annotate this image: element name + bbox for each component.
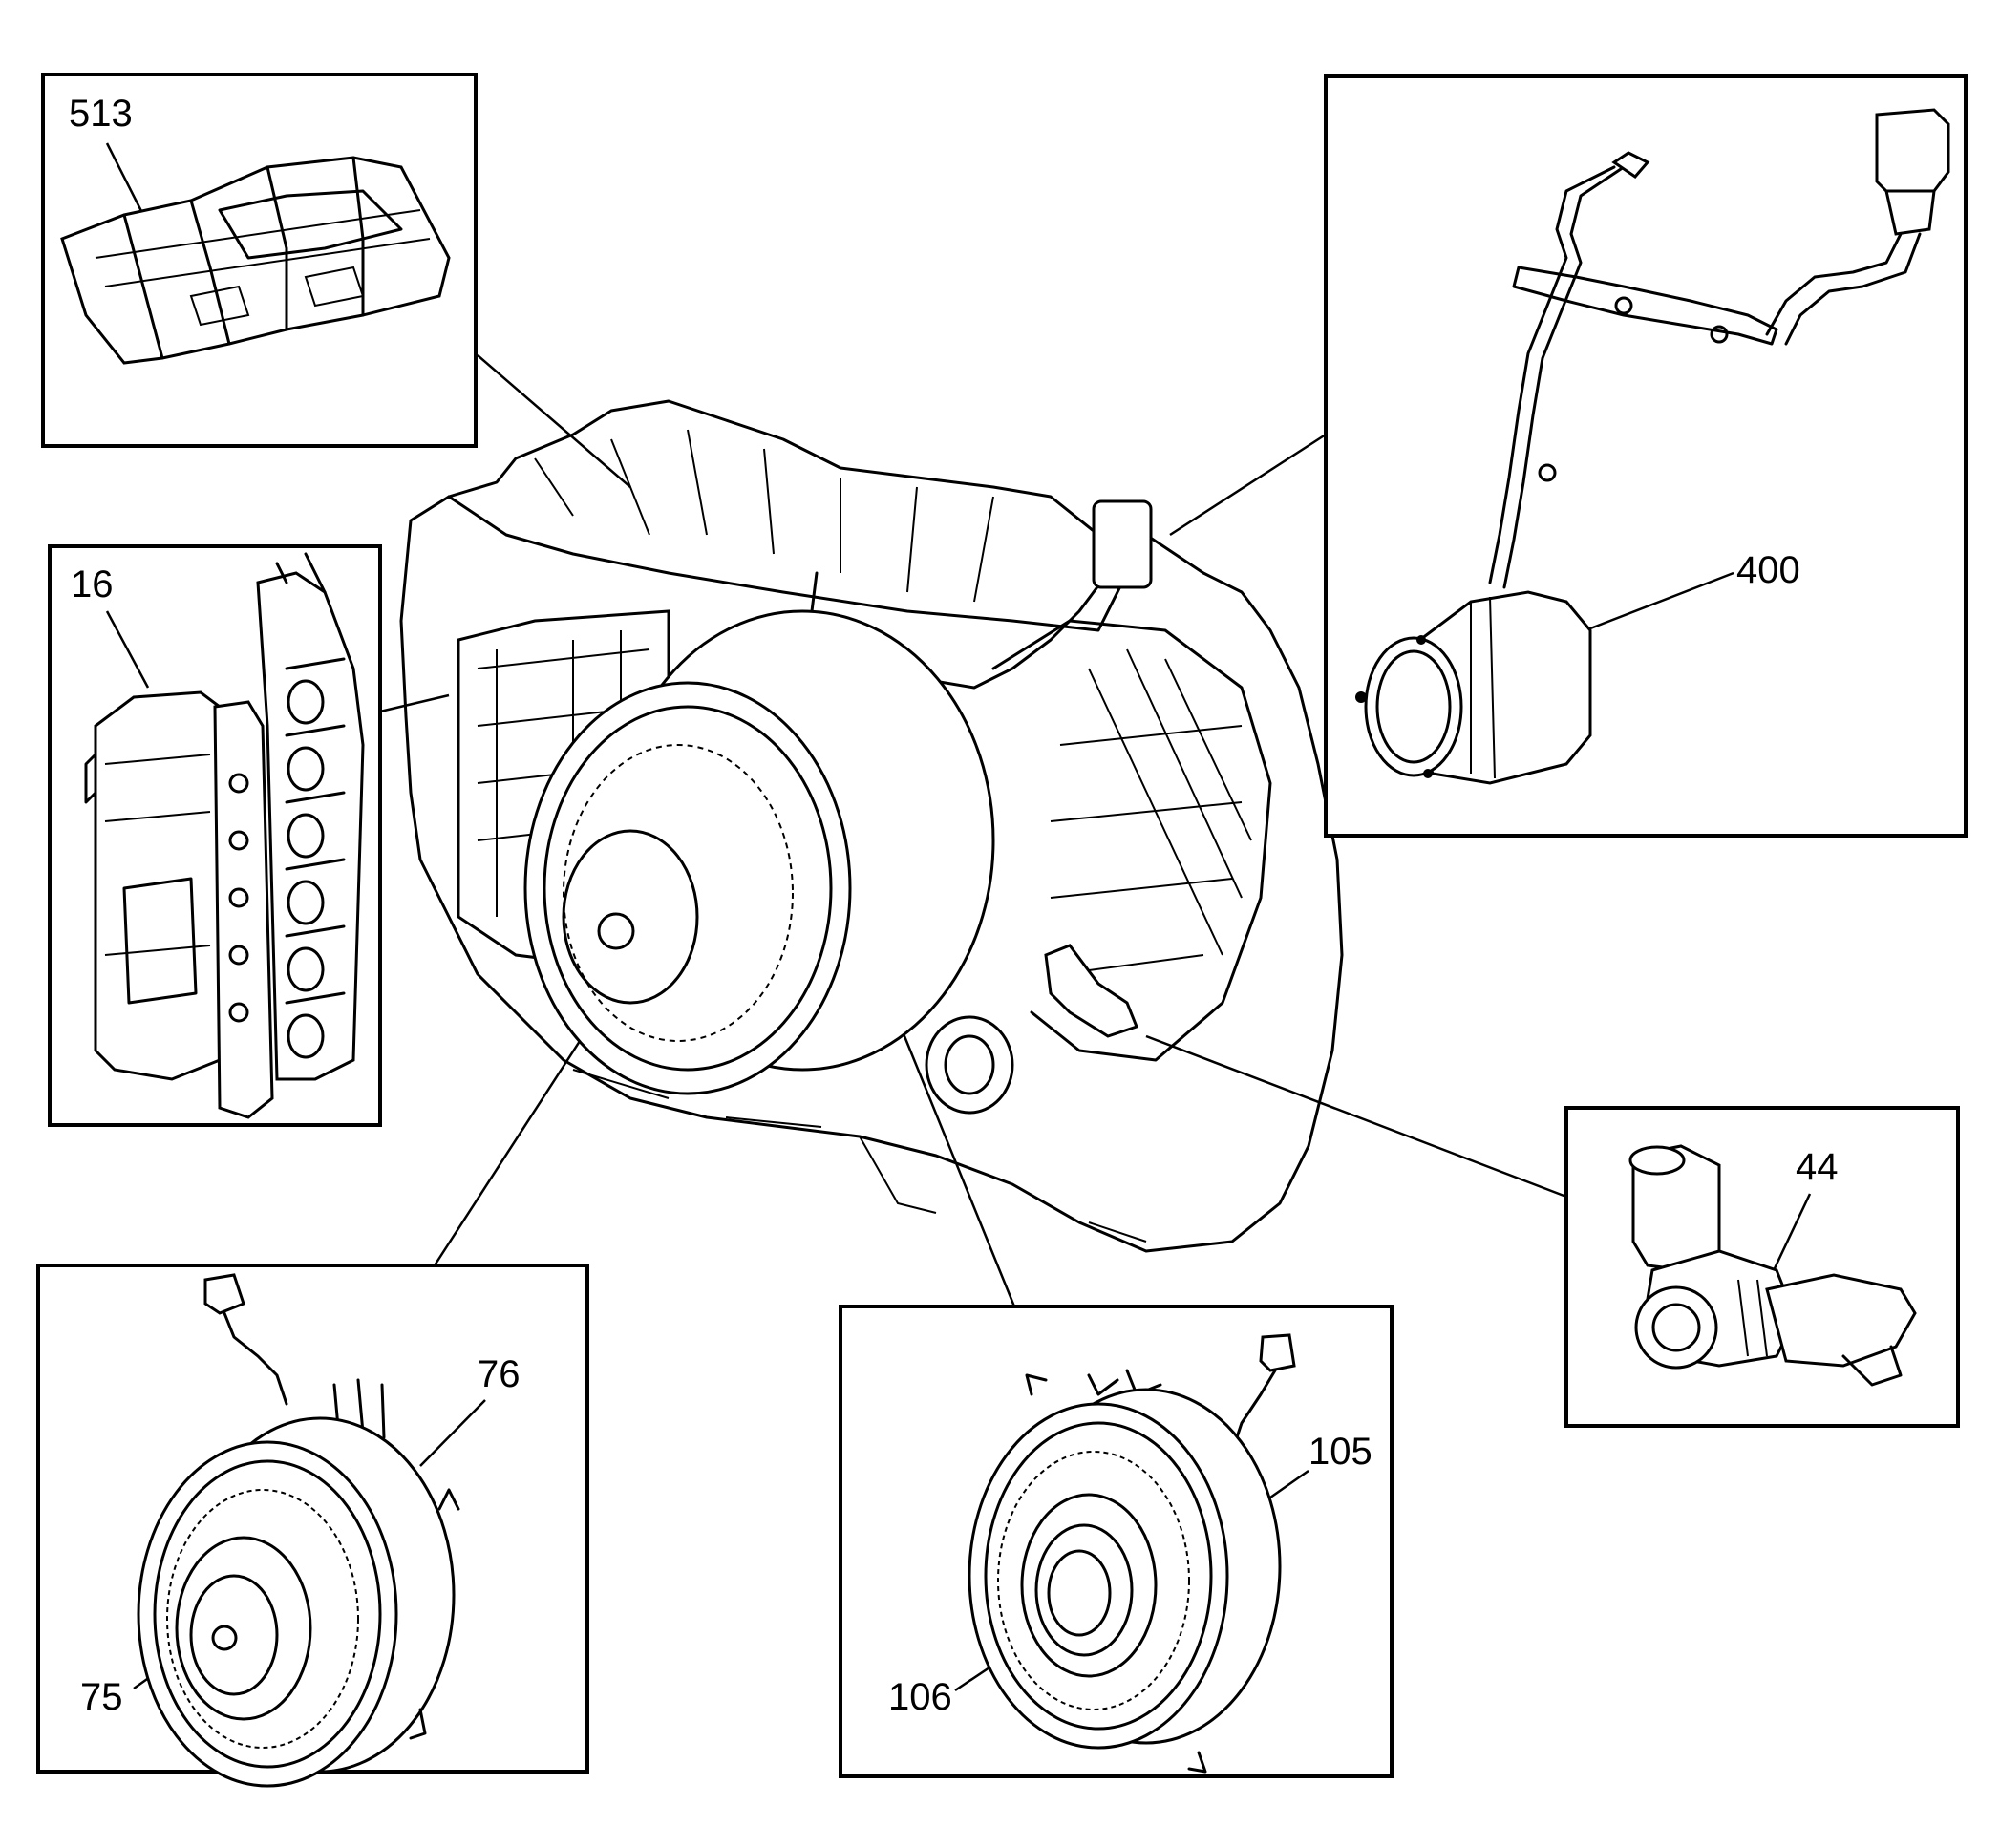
callout-box-44: 44 <box>1564 1106 1960 1428</box>
part-105-generator-motor-assembly <box>968 1333 1296 1774</box>
callout-label-106: 106 <box>888 1676 952 1718</box>
output-seal <box>925 1015 1014 1115</box>
leader-76-inner <box>419 1399 486 1467</box>
motor-drum-hub <box>562 829 699 1005</box>
motor-drum-front <box>523 681 852 1095</box>
callout-label-75: 75 <box>80 1676 123 1718</box>
callout-box-16: 16 <box>48 544 382 1127</box>
callout-label-400: 400 <box>1736 549 1800 591</box>
leader-44 <box>1145 1034 1567 1199</box>
leader-513 <box>477 354 631 488</box>
callout-label-16: 16 <box>71 563 114 605</box>
part-16-control-valve-body <box>84 552 365 1119</box>
callout-box-76-75: 76 75 <box>36 1264 589 1788</box>
leader-400 <box>1169 433 1327 537</box>
case-speed-sensor <box>1044 944 1138 1038</box>
callout-label-44: 44 <box>1796 1146 1839 1188</box>
case-ribs-top <box>534 429 994 603</box>
leader-16 <box>379 693 450 713</box>
leader-75-76 <box>433 1021 594 1266</box>
leader-513-inner <box>105 142 145 216</box>
callout-label-76: 76 <box>478 1353 521 1395</box>
callout-box-513: 513 <box>41 73 478 448</box>
callout-label-105: 105 <box>1309 1431 1372 1473</box>
part-513-valve-body-cover <box>60 156 451 365</box>
motor-drum-ring-2 <box>563 744 794 1042</box>
pump-end-face <box>1364 636 1463 777</box>
motor-drum-ring-1 <box>543 705 833 1072</box>
callout-label-513: 513 <box>69 93 133 135</box>
part-44-speed-sensor <box>1628 1144 1917 1387</box>
upper-case-section <box>447 495 1148 632</box>
main-transmission-assembly <box>399 399 1344 1253</box>
side-cover-grid <box>1050 648 1252 975</box>
callout-box-400: 400 <box>1324 74 1968 838</box>
leader-400-inner <box>1585 571 1734 632</box>
part-76-drive-motor-assembly <box>137 1273 460 1788</box>
case-lower-details <box>477 973 1147 1243</box>
motor-drum-center <box>597 912 635 950</box>
callout-box-105-106: 105 106 <box>839 1305 1394 1778</box>
part-400-pump-harness-assembly <box>1355 108 1950 785</box>
case-side-cover <box>991 619 1272 1062</box>
leader-16-inner <box>105 610 150 689</box>
leader-lines <box>379 354 1567 1307</box>
output-seal-inner <box>944 1034 995 1095</box>
leader-105-106 <box>901 1030 1016 1307</box>
case-harness-connector <box>1092 499 1153 589</box>
